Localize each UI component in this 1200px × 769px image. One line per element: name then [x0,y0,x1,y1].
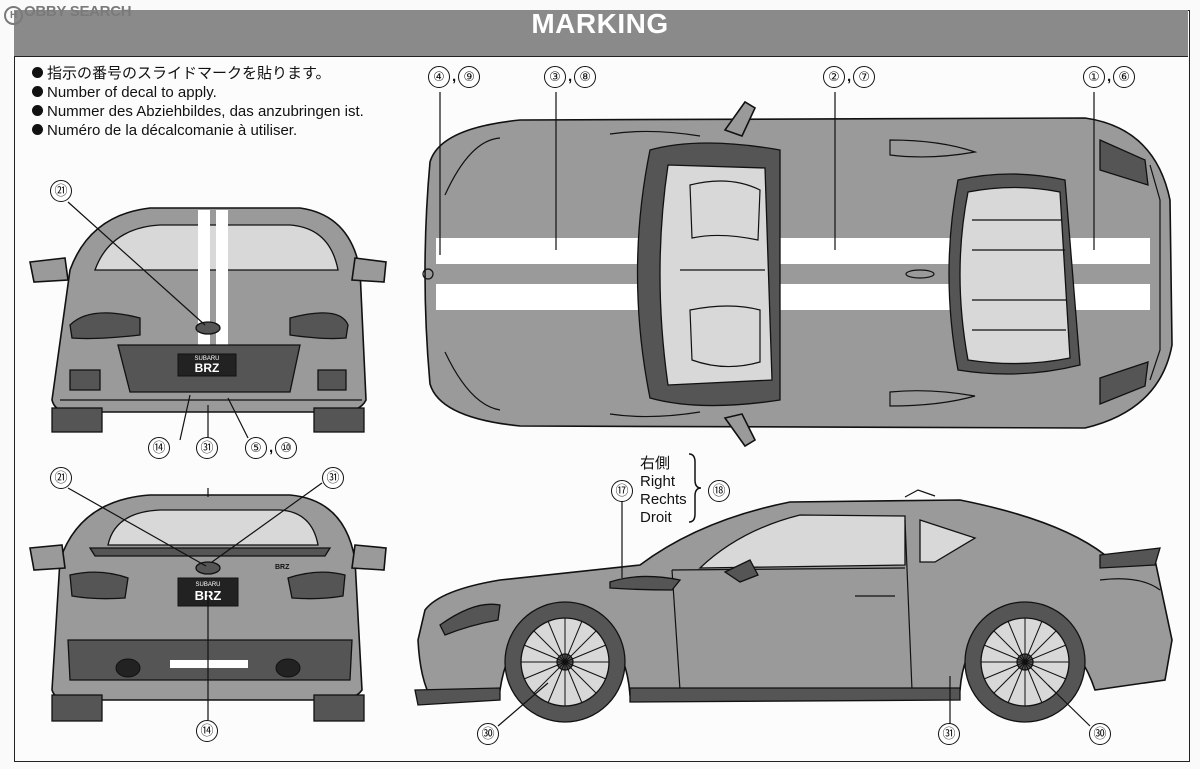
brace-icon [688,453,702,523]
side-text-fr: Droit [640,509,672,526]
side-text-de: Rechts [640,491,687,508]
top-label-4-9: ④,⑨ [428,66,481,88]
instruction-line-de: Nummer des Abziehbildes, das anzubringen… [32,102,364,121]
rear-label-21: ㉑ [50,467,72,489]
leader-lines [67,92,1095,727]
side-label-18: ⑱ [708,480,730,502]
top-view-car [422,100,1173,448]
side-text-ja: 右側 [640,455,671,472]
instruction-line-en: Number of decal to apply. [32,83,364,102]
rear-view-car: SUBARU BRZ BRZ [29,488,387,722]
page-title: MARKING [531,8,669,39]
instructions: 指示の番号のスライドマークを貼ります。 Number of decal to a… [32,64,364,140]
rear-plate-brand: SUBARU [195,582,220,588]
side-label-17: ⑰ [611,480,633,502]
side-label-31: ㉛ [938,723,960,745]
rear-label-14: ⑭ [196,720,218,742]
front-label-31: ㉛ [196,437,218,459]
instruction-line-fr: Numéro de la décalcomanie à utiliser. [32,121,364,140]
rear-badge: BRZ [275,564,290,571]
rear-label-31: ㉛ [322,467,344,489]
side-label-30-rear: ㉚ [1089,723,1111,745]
top-label-3-8: ③,⑧ [544,66,597,88]
front-view-car: SUBARU BRZ [29,207,387,433]
front-label-14: ⑭ [148,437,170,459]
title-bar [14,10,1188,57]
watermark-text: OBBY SEARCH [24,3,132,20]
front-plate-model: BRZ [195,361,220,375]
top-label-1-6: ①,⑥ [1083,66,1136,88]
front-label-5-10: ⑤,⑩ [245,437,298,459]
side-indicator-text: 右側 Right Rechts Droit [640,455,687,527]
instruction-line-ja: 指示の番号のスライドマークを貼ります。 [32,64,364,83]
front-label-21: ㉑ [50,180,72,202]
side-label-30-front: ㉚ [477,723,499,745]
side-text-en: Right [640,473,676,490]
front-plate-brand: SUBARU [194,356,219,362]
side-view-car [414,489,1173,723]
top-label-2-7: ②,⑦ [823,66,876,88]
watermark-logo-icon: H [4,6,23,25]
